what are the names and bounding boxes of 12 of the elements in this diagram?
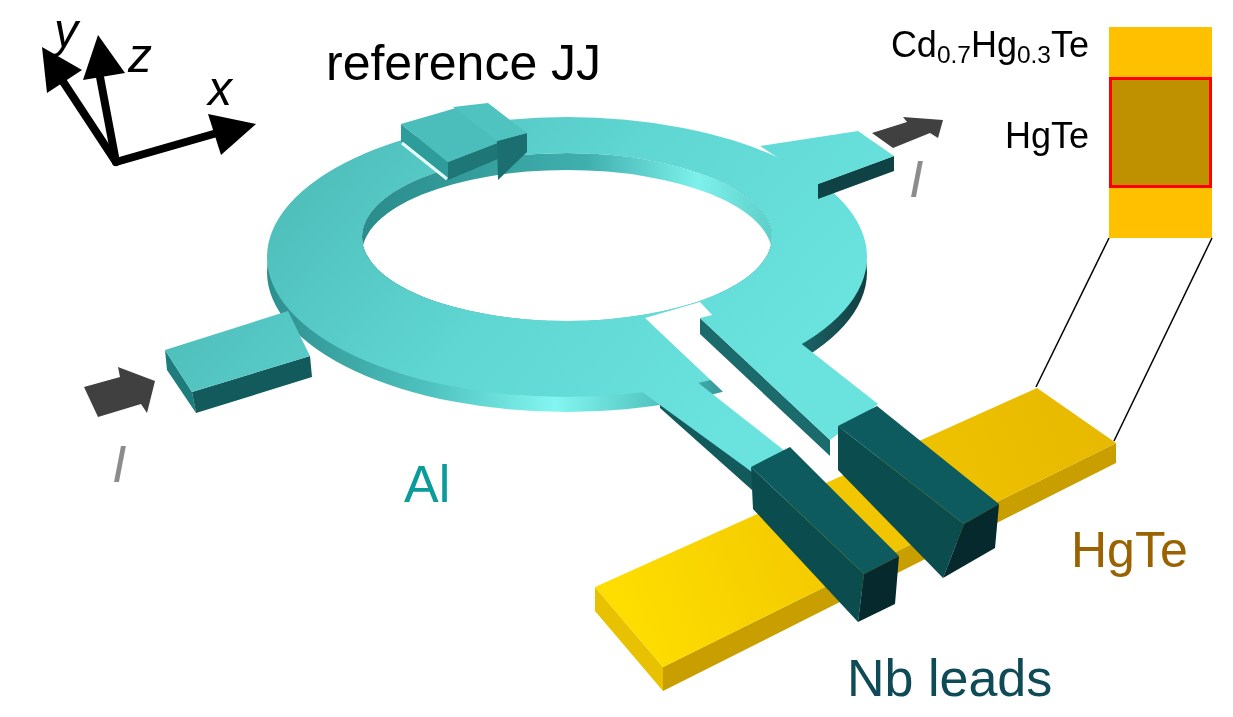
lead-label: Nb leads	[847, 648, 1053, 709]
layer-stack	[1109, 27, 1212, 238]
zoom-line	[1035, 237, 1110, 388]
current-label: I	[112, 434, 127, 495]
material-label: Al	[404, 454, 451, 515]
junction-label: reference JJ	[326, 34, 602, 93]
highlighted-layer	[1109, 77, 1212, 188]
layer-label: HgTe	[1004, 114, 1089, 158]
zoom-line	[1113, 237, 1213, 442]
material-label: HgTe	[1071, 521, 1188, 580]
current-label: I	[909, 149, 924, 210]
layer-label: Cd$_{0.7}$Hg$_{0.3}$Te	[890, 23, 1089, 67]
